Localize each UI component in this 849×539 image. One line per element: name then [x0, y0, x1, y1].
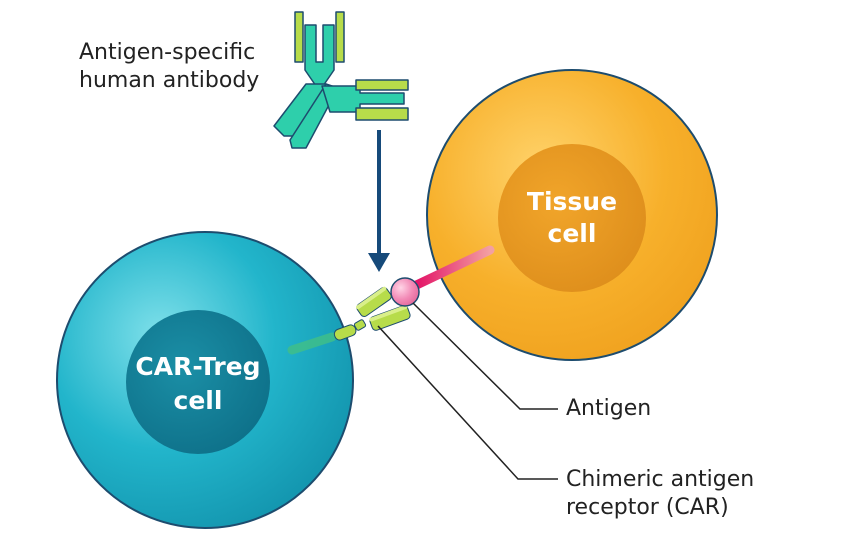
car-treg-label: CAR-Treg cell [128, 350, 268, 418]
tissue-cell [426, 69, 718, 361]
car-label-line2: receptor (CAR) [566, 495, 729, 520]
car-treg-cell [56, 231, 354, 529]
chimeric-receptor-icon [287, 286, 411, 355]
tissue-nucleus [498, 144, 646, 292]
treg-label-line2: cell [173, 386, 223, 415]
antigen-label: Antigen [566, 395, 651, 423]
antigen-label-text: Antigen [566, 396, 652, 421]
down-arrow-icon [368, 130, 390, 272]
tissue-label-line1: Tissue [526, 187, 618, 216]
car-label: Chimeric antigen receptor (CAR) [566, 466, 754, 522]
tissue-cell-label: Tissue cell [522, 186, 622, 250]
treg-label-line1: CAR-Treg [135, 352, 261, 381]
antibody-label: Antigen-specific human antibody [79, 39, 259, 95]
antigen-sphere-icon [390, 277, 420, 307]
y-shaped-antibody-icon [273, 11, 409, 149]
tissue-label-line2: cell [547, 219, 597, 248]
treg-nucleus [126, 310, 270, 454]
antigen-stalk [401, 245, 495, 295]
antibody-label-line2: human antibody [79, 68, 260, 93]
car-callout-line [377, 325, 558, 480]
antibody-label-line1: Antigen-specific [79, 40, 256, 65]
car-label-line1: Chimeric antigen [566, 467, 755, 492]
antigen-callout-line [412, 302, 558, 410]
